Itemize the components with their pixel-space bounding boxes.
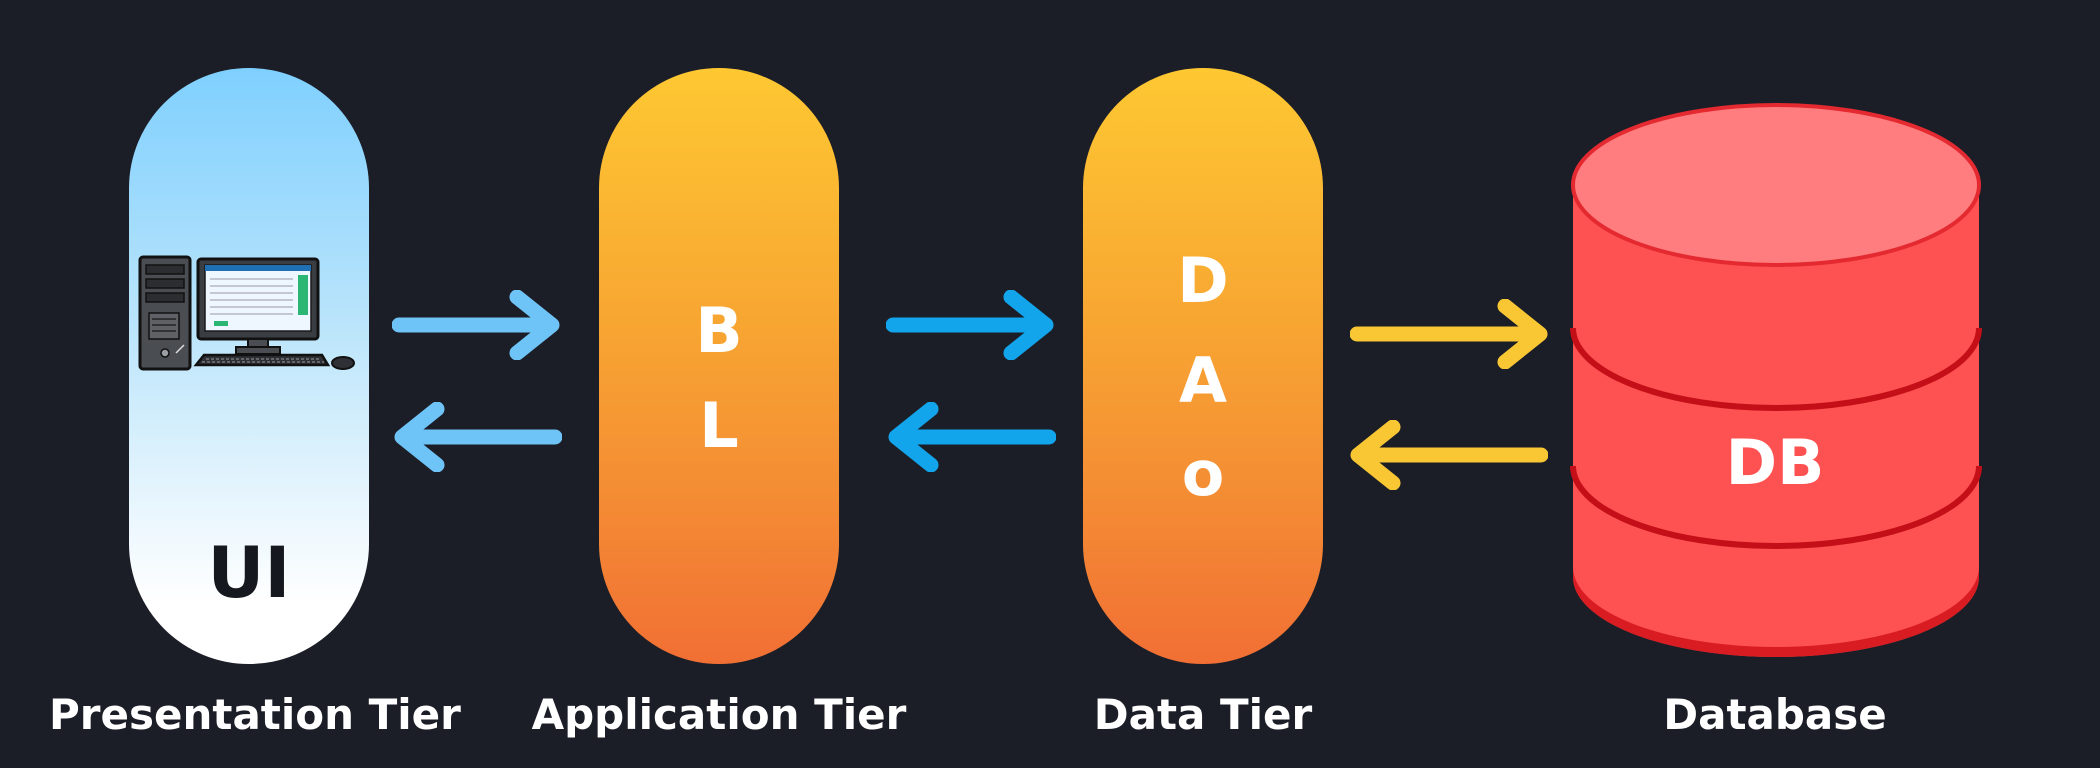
desktop-computer-icon [138,255,355,371]
arrow-right-bl-to-dao [886,290,1054,360]
arrow-left-bl-to-ui [394,402,562,472]
ui-label: UI [207,532,291,614]
data-tier-pill: D A o [1083,68,1323,664]
arrow-right-ui-to-bl [392,290,560,360]
dao-letter-d: D [1177,244,1229,317]
caption-data-tier: Data Tier [1093,690,1313,739]
dao-letter-o: o [1181,437,1225,510]
application-tier-pill: B L [599,68,839,664]
arrow-right-dao-to-db [1350,299,1548,369]
database-cylinder [1570,103,1982,657]
caption-application-tier: Application Tier [531,690,907,739]
caption-presentation-tier: Presentation Tier [49,690,461,739]
presentation-tier-pill: UI [129,68,369,664]
db-label: DB [1725,426,1825,499]
dao-letter-a: A [1179,344,1227,417]
bl-letter-l: L [699,389,739,462]
arrow-left-dao-to-bl [888,402,1056,472]
bl-letter-b: B [695,294,743,367]
caption-database: Database [1663,690,1887,739]
arrow-left-db-to-dao [1350,420,1548,490]
